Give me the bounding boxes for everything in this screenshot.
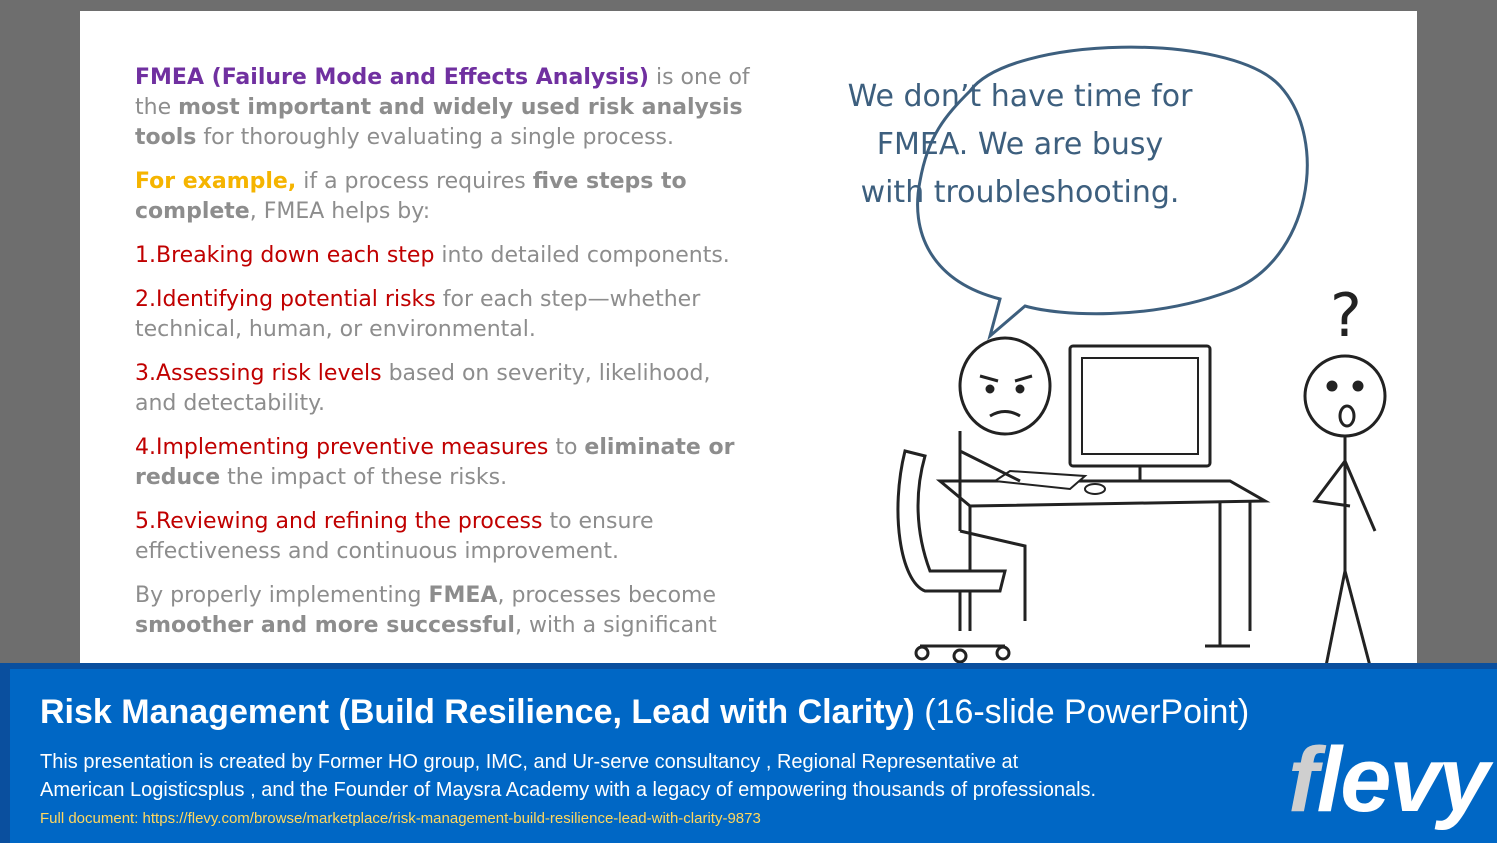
speech-bubble-text: We don’t have time for FMEA. We are busy… — [830, 73, 1210, 217]
step-highlight: Reviewing and refining the process — [156, 509, 543, 534]
step-item: 5.Reviewing and refining the process to … — [135, 507, 755, 567]
step-text: the impact of these risks. — [220, 465, 508, 490]
closing-text-2: , processes become — [497, 583, 716, 608]
step-number: 2. — [135, 287, 156, 312]
office-chair — [896, 449, 1011, 663]
banner-title-suffix: (16-slide PowerPoint) — [914, 693, 1250, 731]
example-lead: For example, — [135, 169, 297, 194]
intro-paragraph: FMEA (Failure Mode and Effects Analysis)… — [135, 63, 755, 153]
banner-title-main: Risk Management (Build Resilience, Lead … — [40, 693, 915, 731]
step-number: 4. — [135, 435, 156, 460]
question-mark: ? — [1330, 281, 1362, 351]
step-number: 1. — [135, 243, 156, 268]
desk — [935, 479, 1271, 648]
step-number: 5. — [135, 509, 156, 534]
speech-bubble — [916, 45, 1309, 341]
logo-letter-f: f — [1288, 729, 1319, 831]
speech-line: with troubleshooting. — [860, 175, 1180, 210]
step-highlight: Breaking down each step — [156, 243, 435, 268]
step-highlight: Assessing risk levels — [156, 361, 382, 386]
example-text-1: if a process requires — [296, 169, 533, 194]
step-item: 1.Breaking down each step into detailed … — [135, 241, 755, 271]
speech-line: We don’t have time for — [847, 79, 1193, 114]
step-text: to ensure effectiveness and continuous i… — [135, 509, 654, 564]
step-highlight: Implementing preventive measures — [156, 435, 549, 460]
standing-figure — [1303, 354, 1387, 663]
closing-text-1: By properly implementing — [135, 583, 429, 608]
computer-monitor — [1068, 344, 1212, 498]
step-bold: eliminate or reduce — [135, 435, 735, 490]
cartoon-illustration: ? — [896, 45, 1387, 663]
fmea-term: FMEA (Failure Mode and Effects Analysis) — [135, 65, 649, 90]
step-text: for each step—whether technical, human, … — [135, 287, 701, 342]
step-text: into detailed components. — [434, 243, 730, 268]
example-bold: five steps to complete — [135, 169, 687, 224]
slide-text: FMEA (Failure Mode and Effects Analysis)… — [135, 63, 755, 655]
example-text-2: , FMEA helps by: — [249, 199, 431, 224]
closing-paragraph: By properly implementing FMEA, processes… — [135, 581, 755, 641]
step-item: 2.Identifying potential risks for each s… — [135, 285, 755, 345]
step-item: 3.Assessing risk levels based on severit… — [135, 359, 755, 419]
banner-panel — [10, 669, 1497, 843]
closing-text-3: , with a significant — [514, 613, 717, 638]
description-line: This presentation is created by Former H… — [40, 751, 1019, 773]
mouse — [1084, 483, 1106, 495]
slide: FMEA (Failure Mode and Effects Analysis)… — [80, 11, 1417, 663]
step-number: 3. — [135, 361, 156, 386]
example-paragraph: For example, if a process requires five … — [135, 167, 755, 227]
full-document-link[interactable]: Full document: https://flevy.com/browse/… — [40, 810, 761, 827]
closing-bold-2: smoother and more successful — [135, 613, 515, 638]
flevy-logo[interactable]: flevy — [1288, 729, 1490, 831]
intro-text-1: is one of the — [135, 65, 750, 120]
intro-text-2: for thoroughly evaluating a single proce… — [196, 125, 674, 150]
closing-bold-1: FMEA — [428, 583, 498, 608]
step-text: based on severity, likelihood, and detec… — [135, 361, 711, 416]
description-line: American Logisticsplus , and the Founder… — [40, 779, 1097, 801]
step-highlight: Identifying potential risks — [156, 287, 436, 312]
sitting-man — [958, 336, 1052, 621]
logo-letters: levy — [1316, 729, 1490, 831]
intro-bold: most important and widely used risk anal… — [135, 95, 743, 150]
footer-banner — [0, 663, 1497, 843]
speech-line: FMEA. We are busy — [876, 127, 1164, 162]
step-text: to — [548, 435, 585, 460]
banner-description: This presentation is created by Former H… — [40, 748, 1140, 804]
banner-title: Risk Management (Build Resilience, Lead … — [40, 692, 1249, 732]
step-item: 4.Implementing preventive measures to el… — [135, 433, 755, 493]
